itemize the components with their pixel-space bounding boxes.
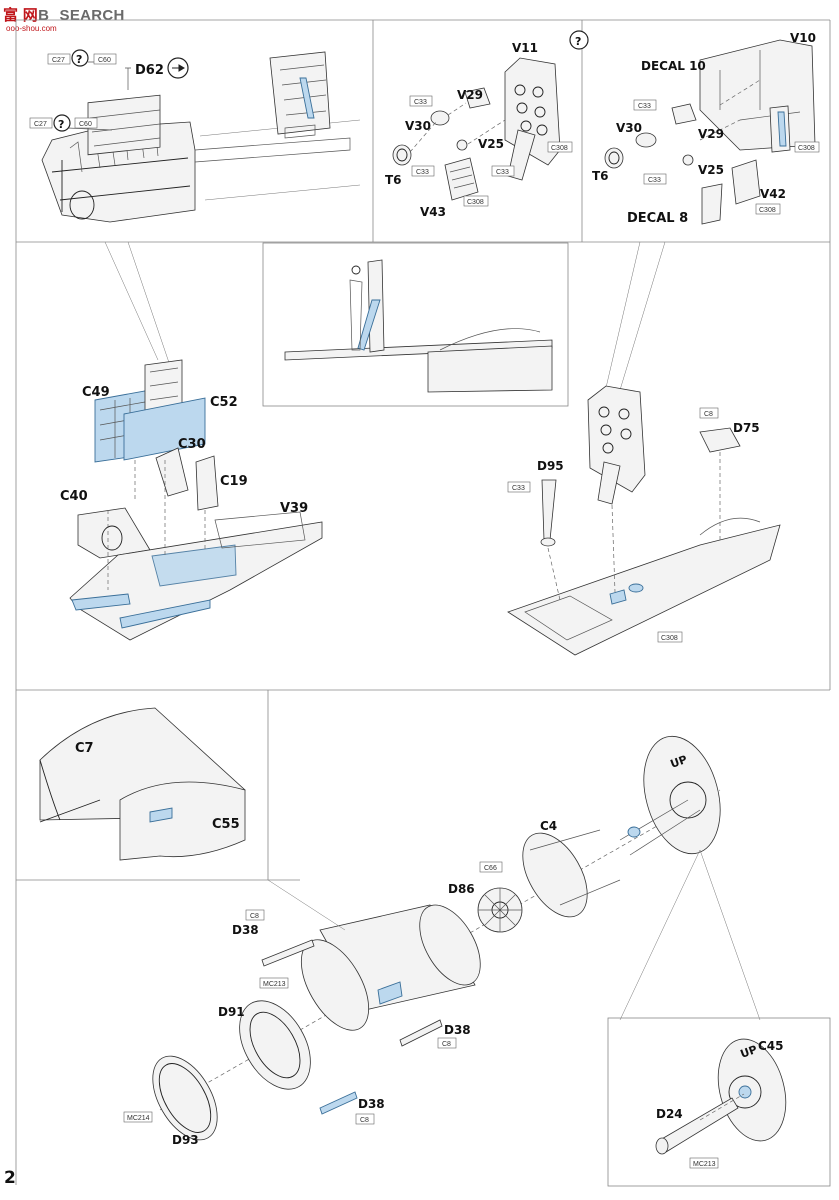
page-number: 2: [4, 1168, 16, 1188]
svg-text:D95: D95: [537, 459, 564, 473]
svg-text:V39: V39: [280, 501, 308, 516]
svg-text:C8: C8: [250, 913, 259, 920]
svg-text:D86: D86: [448, 882, 475, 896]
question-icon: [569, 30, 589, 50]
svg-text:C308: C308: [551, 145, 568, 152]
svg-text:C308: C308: [661, 635, 678, 642]
label-d62: D62: [135, 63, 164, 78]
assembly-floor-left: C49 C52 C30 C19 C40 V39: [60, 359, 323, 641]
svg-text:C8: C8: [704, 411, 713, 418]
svg-text:V29: V29: [698, 127, 724, 141]
page-frame: [15, 19, 831, 1187]
svg-text:C52: C52: [210, 395, 238, 410]
svg-text:D93: D93: [172, 1133, 199, 1147]
watermark-site: ooo-shou.com: [6, 24, 57, 33]
svg-text:V25: V25: [478, 137, 504, 151]
svg-text:UP: UP: [669, 753, 689, 771]
svg-text:C33: C33: [512, 485, 525, 492]
svg-text:C33: C33: [648, 177, 661, 184]
detail-c45: UP C45 D24 MC213: [655, 1038, 787, 1169]
detail-panel-left: D62 C27 ? C60 C27 ? C60: [29, 49, 361, 223]
svg-text:D38: D38: [444, 1023, 471, 1037]
side-view-cockpit: [284, 259, 553, 393]
svg-text:C40: C40: [60, 489, 88, 504]
question-icon: [53, 114, 71, 132]
svg-text:D38: D38: [358, 1097, 385, 1111]
svg-text:V43: V43: [420, 205, 446, 219]
svg-text:C8: C8: [360, 1117, 369, 1124]
svg-text:C33: C33: [416, 169, 429, 176]
svg-text:MC213: MC213: [693, 1161, 716, 1168]
detail-box-c45: [607, 1017, 831, 1187]
svg-text:C33: C33: [496, 169, 509, 176]
svg-text:C60: C60: [79, 121, 92, 128]
svg-text:DECAL 8: DECAL 8: [627, 211, 688, 226]
question-icon: [71, 49, 89, 67]
svg-text:?: ?: [58, 118, 64, 131]
svg-text:C27: C27: [52, 57, 65, 64]
svg-text:V11: V11: [512, 41, 538, 55]
detail-panel-right: ? V10 DECAL 10 V30 V29 V25 T6 V42 DECAL …: [569, 30, 820, 226]
svg-text:D38: D38: [232, 923, 259, 937]
svg-text:C308: C308: [798, 145, 815, 152]
svg-text:C8: C8: [442, 1041, 451, 1048]
svg-text:C60: C60: [98, 57, 111, 64]
svg-text:DECAL 10: DECAL 10: [641, 59, 706, 73]
svg-text:V29: V29: [457, 88, 483, 102]
svg-text:V30: V30: [405, 119, 431, 133]
svg-text:UP: UP: [739, 1043, 759, 1061]
svg-text:?: ?: [76, 53, 82, 66]
svg-text:V25: V25: [698, 163, 724, 177]
callout-lines-step1: [104, 241, 666, 396]
svg-text:C4: C4: [540, 819, 557, 833]
svg-text:C49: C49: [82, 385, 110, 400]
svg-text:V42: V42: [760, 187, 786, 201]
svg-text:MC213: MC213: [263, 981, 286, 988]
svg-text:C19: C19: [220, 474, 248, 489]
svg-text:C33: C33: [414, 99, 427, 106]
svg-text:D75: D75: [733, 421, 760, 435]
assembly-floor-right: D75 C8 D95 C33 C308: [507, 385, 781, 656]
svg-text:C27: C27: [34, 121, 47, 128]
side-view-box: [262, 242, 569, 407]
svg-text:C55: C55: [212, 817, 240, 832]
svg-text:T6: T6: [592, 169, 609, 183]
svg-text:C308: C308: [467, 199, 484, 206]
svg-text:C7: C7: [75, 741, 94, 756]
svg-text:D24: D24: [656, 1107, 683, 1121]
svg-text:MC214: MC214: [127, 1115, 150, 1122]
svg-text:C308: C308: [759, 207, 776, 214]
svg-text:C33: C33: [638, 103, 651, 110]
svg-text:C30: C30: [178, 437, 206, 452]
svg-text:V10: V10: [790, 31, 816, 45]
svg-text:V30: V30: [616, 121, 642, 135]
svg-text:D91: D91: [218, 1005, 245, 1019]
svg-text:T6: T6: [385, 173, 402, 187]
svg-text:C66: C66: [484, 865, 497, 872]
svg-text:?: ?: [575, 35, 581, 48]
svg-text:C45: C45: [758, 1039, 784, 1053]
arrow-right-icon: [172, 64, 185, 72]
detail-panel-center: V11 V29 V30 V25 T6 V43 C33 C33 C33 C308 …: [385, 41, 573, 219]
fuselage-halves: C7 C55: [39, 707, 246, 861]
exhaust-assembly: UP C4 C66 D86 D38 C8 MC213 D91 D38 C8 MC…: [123, 735, 761, 1147]
